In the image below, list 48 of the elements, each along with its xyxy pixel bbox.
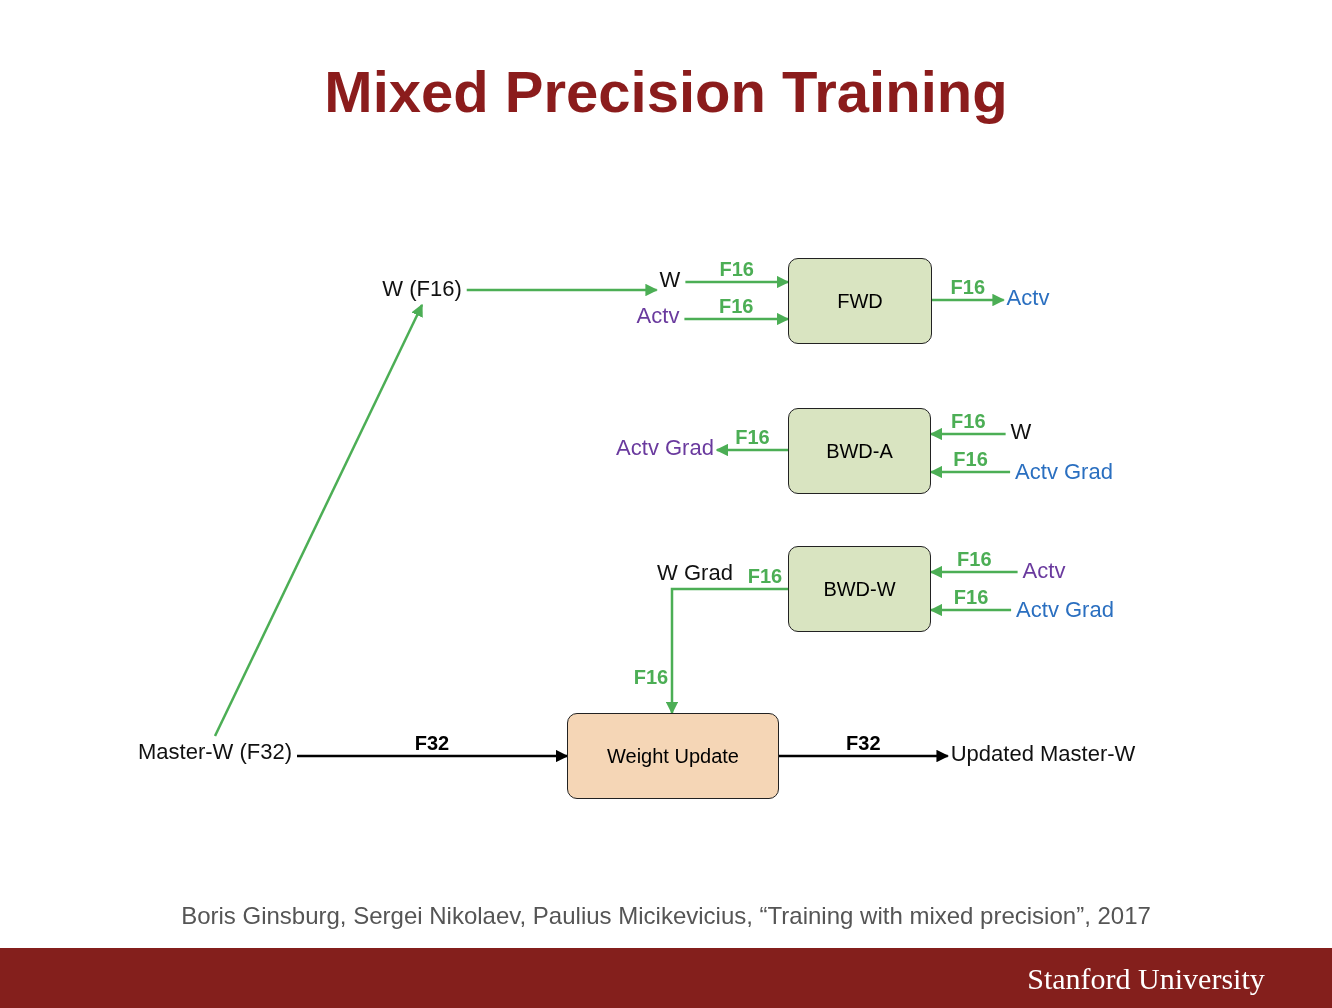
process-box [788,408,931,494]
edge-label: F16 [949,277,987,297]
edge-label: F32 [413,733,451,753]
process-box [788,546,931,632]
precision-label: F16 [632,667,670,687]
arrow [684,312,790,326]
arrow [929,603,1012,617]
arrow [929,465,1011,479]
variable-label: W (F16) [380,276,464,302]
arrow [779,749,949,763]
variable-label: Actv [1004,285,1052,311]
arrow [685,275,790,289]
edge-label: F32 [845,733,882,753]
title: Mixed Precision Training [324,59,1008,124]
arrow [929,427,1006,441]
variable-label: W [1008,419,1034,445]
box-label: BWD-W [823,577,896,601]
arrow [466,283,658,297]
arrow [213,303,424,737]
edge-label: F16 [952,449,989,469]
edge-label: F16 [718,259,755,279]
footer-text: Stanford University [1027,962,1265,996]
edge-label: F16 [956,549,993,569]
process-box [567,713,779,799]
variable-label: Actv Grad [1014,597,1116,623]
variable-label: Actv Grad [1013,459,1115,485]
box-label: Weight Update [607,744,739,768]
edge-label: F16 [734,427,771,447]
arrow [715,443,788,457]
edge-label: F16 [717,296,755,316]
variable-label: Actv [634,303,682,329]
box-label: FWD [837,289,883,313]
variable-label: Actv Grad [614,435,716,461]
process-box [788,258,932,344]
citation: Boris Ginsburg, Sergei Nikolaev, Paulius Micikevicius, “Training with mixed precision”, 2017 [181,902,1151,930]
variable-label: Updated Master-W [948,741,1138,767]
variable-label: Master-W (F32) [136,739,294,765]
arrow [297,749,569,763]
arrow [932,293,1005,307]
edge-label: F16 [952,587,990,607]
variable-label: W Grad [655,560,735,586]
variable-label: W [657,267,683,293]
edge-label: F16 [950,411,987,431]
arrow [929,565,1018,579]
arrow [665,587,788,715]
variable-label: Actv [1020,558,1068,584]
box-label: BWD-A [826,439,893,463]
edge-label: F16 [746,566,784,586]
